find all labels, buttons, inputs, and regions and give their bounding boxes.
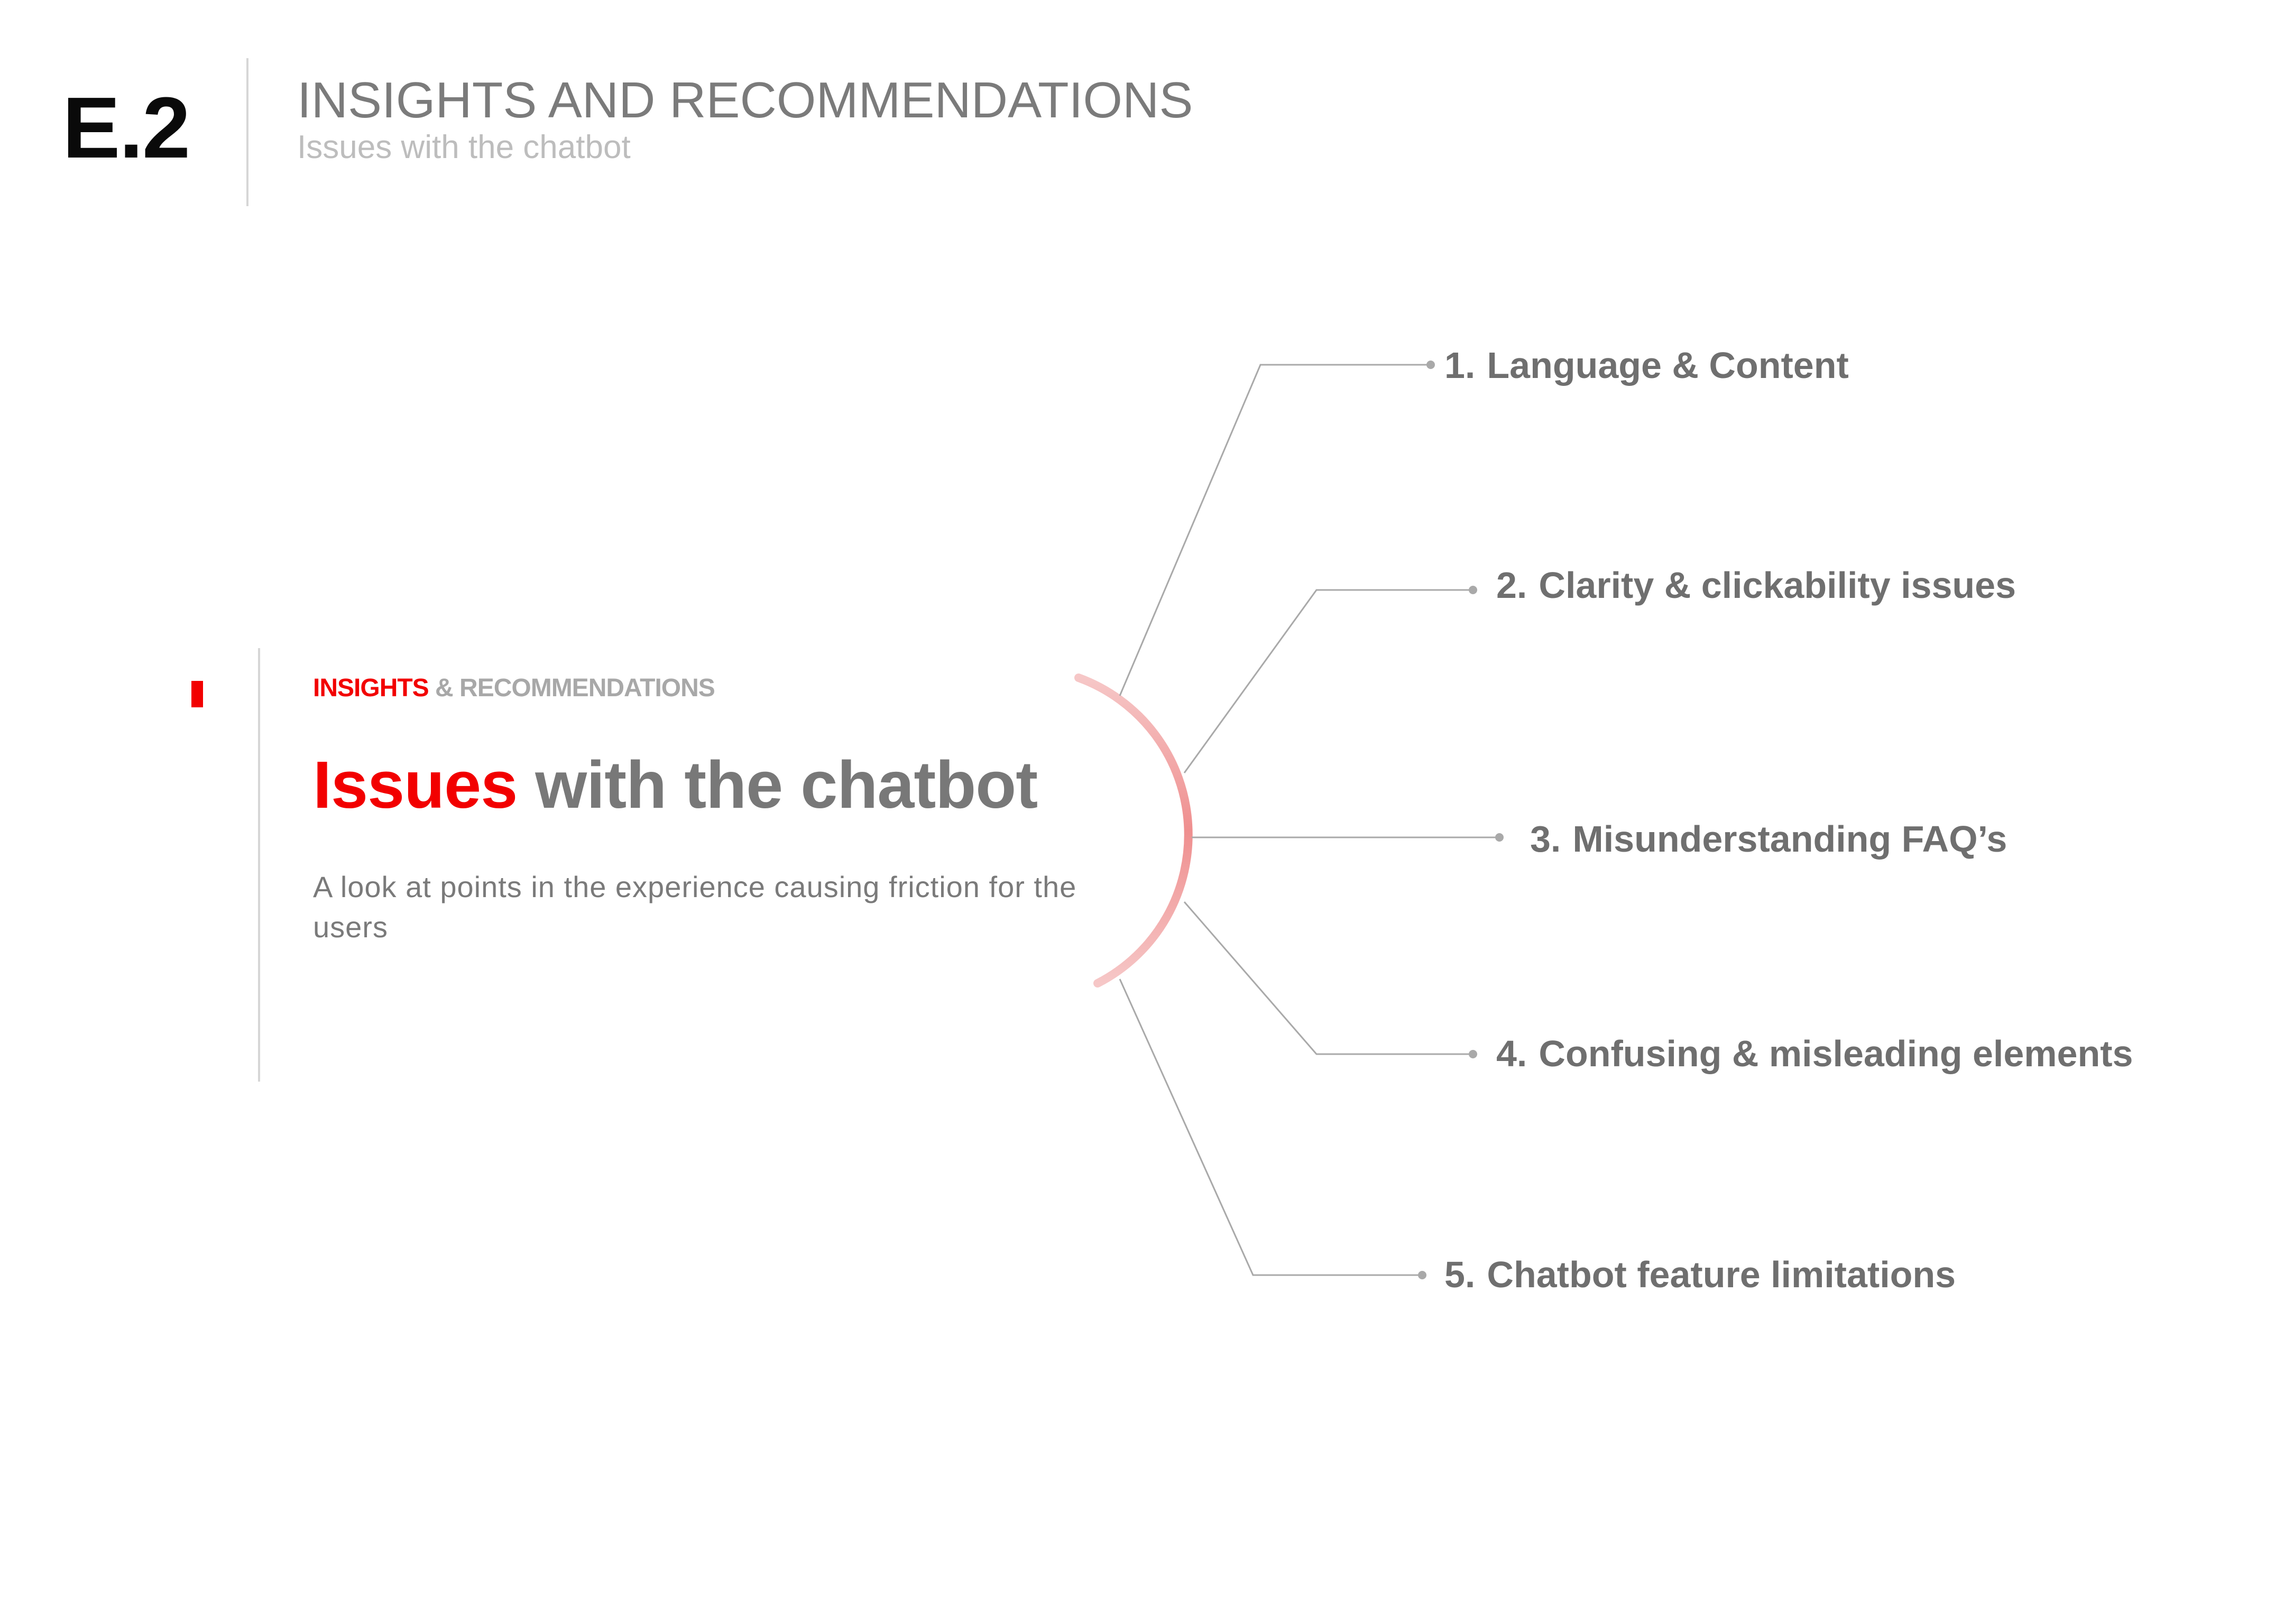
branch-label-2: 2. Clarity & clickability issues <box>1496 567 2016 604</box>
branch-number-1: 1. <box>1444 345 1476 386</box>
branch-label-5: 5. Chatbot feature limitations <box>1444 1256 1956 1293</box>
header-title: INSIGHTS AND RECOMMENDATIONS <box>297 72 1193 128</box>
branch-text-4: Confusing & misleading elements <box>1539 1033 2133 1074</box>
branch-text-1: Language & Content <box>1487 345 1849 386</box>
heading-highlight: Issues <box>313 748 518 822</box>
connector-line-1 <box>1119 364 1431 696</box>
connector-dot-4 <box>1469 1050 1477 1058</box>
branch-number-4: 4. <box>1496 1033 1527 1074</box>
branch-number-3: 3. <box>1530 818 1561 860</box>
eyebrow-highlight: INSIGHTS <box>313 674 429 702</box>
branch-label-3: 3. Misunderstanding FAQ’s <box>1530 820 2007 857</box>
branch-text-2: Clarity & clickability issues <box>1539 565 2016 606</box>
connector-line-2 <box>1183 589 1473 773</box>
section-number: E.2 <box>62 79 190 176</box>
main-heading: Issues with the chatbot <box>313 752 1038 818</box>
branch-number-5: 5. <box>1444 1254 1476 1295</box>
accent-mark <box>191 681 203 707</box>
connector-dot-1 <box>1426 361 1435 369</box>
branch-number-2: 2. <box>1496 565 1527 606</box>
header-divider <box>246 58 248 206</box>
connector-dot-2 <box>1469 586 1477 594</box>
heading-rest: with the chatbot <box>535 748 1038 822</box>
connector-dot-3 <box>1495 833 1504 842</box>
eyebrow-label: INSIGHTS & RECOMMENDATIONS <box>313 676 715 701</box>
description: A look at points in the experience causi… <box>313 870 1077 944</box>
branch-label-4: 4. Confusing & misleading elements <box>1496 1035 2133 1072</box>
connector-line-4 <box>1183 901 1473 1055</box>
branch-label-1: 1. Language & Content <box>1444 347 1849 384</box>
branch-text-3: Misunderstanding FAQ’s <box>1572 818 2007 860</box>
connector-line-5 <box>1119 979 1422 1276</box>
connector-dot-5 <box>1418 1271 1426 1279</box>
branch-text-5: Chatbot feature limitations <box>1487 1254 1956 1295</box>
center-arc <box>1074 673 1193 988</box>
eyebrow-rest: & RECOMMENDATIONS <box>435 674 715 702</box>
header-subtitle: Issues with the chatbot <box>297 129 631 165</box>
content-divider <box>258 648 260 1082</box>
